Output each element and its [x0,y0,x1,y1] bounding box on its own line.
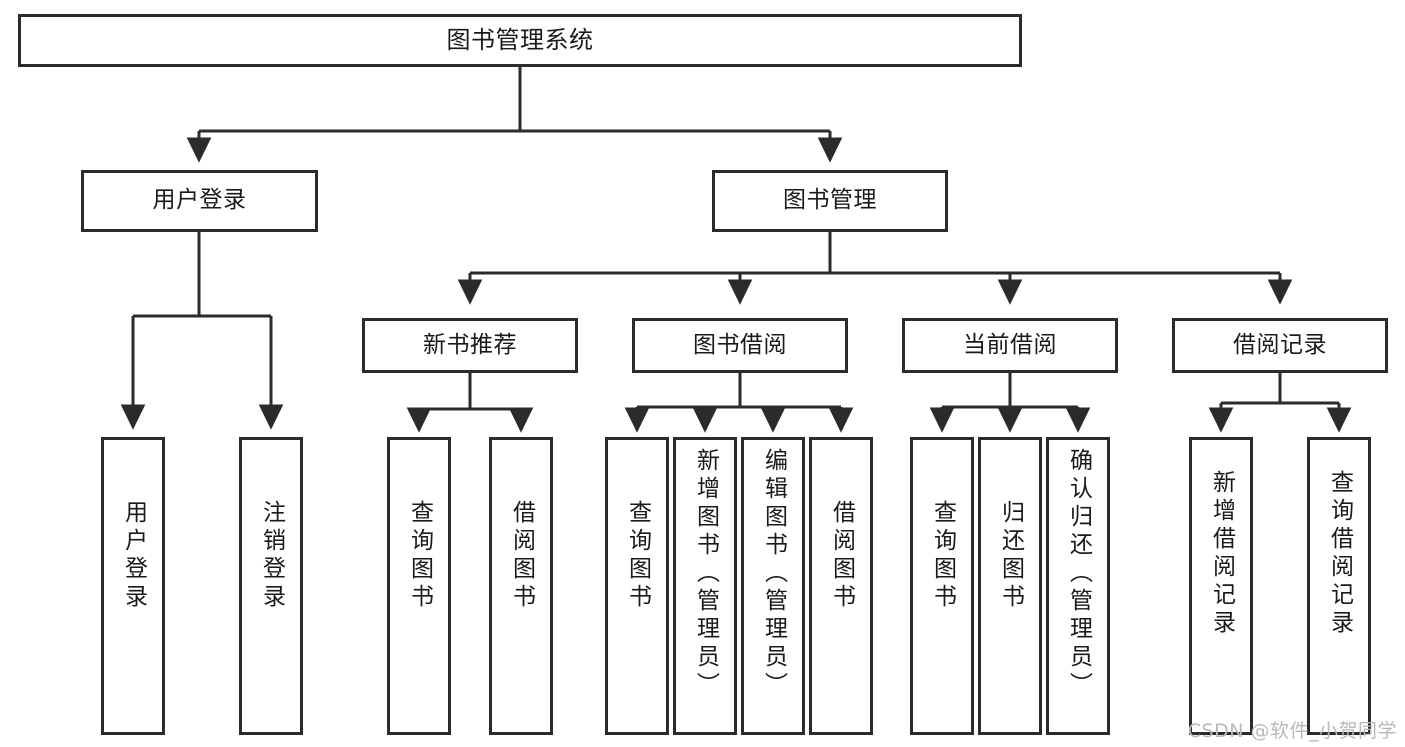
node-root-book-management-system[interactable]: 图书管理系统 [18,14,1022,67]
node-leaf-user-login[interactable]: 用户登录 [101,437,165,735]
node-label: 查询图书 [929,500,956,612]
node-label: 新增借阅记录 [1208,470,1235,638]
node-leaf-query-book-recommend[interactable]: 查询图书 [387,437,451,735]
node-label: 编辑图书（管理员） [760,448,787,700]
node-label: 新书推荐 [423,331,517,358]
node-leaf-confirm-return-admin[interactable]: 确认归还（管理员） [1046,437,1110,735]
node-leaf-return-book[interactable]: 归还图书 [978,437,1042,735]
node-label: 注销登录 [258,500,285,612]
node-leaf-query-book-current[interactable]: 查询图书 [910,437,974,735]
csdn-watermark: CSDN @软件_小贺同学 [1187,720,1397,742]
node-book-management[interactable]: 图书管理 [712,170,948,232]
node-label: 用户登录 [120,500,147,612]
node-leaf-add-borrow-record[interactable]: 新增借阅记录 [1189,437,1253,735]
node-label: 借阅图书 [508,500,535,612]
node-leaf-query-book-borrow[interactable]: 查询图书 [605,437,669,735]
node-label: 新增图书（管理员） [692,448,719,700]
node-leaf-edit-book-admin[interactable]: 编辑图书（管理员） [741,437,805,735]
node-leaf-logout-login[interactable]: 注销登录 [239,437,303,735]
node-label: 查询借阅记录 [1326,470,1353,638]
node-label: 图书管理 [783,187,877,214]
node-label: 当前借阅 [963,331,1057,358]
node-label: 查询图书 [406,500,433,612]
node-label: 图书管理系统 [446,26,594,55]
node-leaf-borrow-book-borrow[interactable]: 借阅图书 [809,437,873,735]
node-leaf-add-book-admin[interactable]: 新增图书（管理员） [673,437,737,735]
node-label: 借阅记录 [1233,331,1327,358]
node-leaf-borrow-book-recommend[interactable]: 借阅图书 [489,437,553,735]
node-leaf-query-borrow-record[interactable]: 查询借阅记录 [1307,437,1371,735]
node-label: 用户登录 [152,187,247,214]
node-current-borrow[interactable]: 当前借阅 [902,318,1118,373]
node-label: 图书借阅 [693,331,787,358]
node-borrow-record[interactable]: 借阅记录 [1172,318,1388,373]
node-label: 借阅图书 [828,500,855,612]
node-new-book-recommend[interactable]: 新书推荐 [362,318,578,373]
node-label: 查询图书 [624,500,651,612]
node-book-borrow[interactable]: 图书借阅 [632,318,848,373]
node-label: 确认归还（管理员） [1065,448,1092,700]
node-label: 归还图书 [997,500,1024,612]
node-user-login[interactable]: 用户登录 [81,170,318,232]
